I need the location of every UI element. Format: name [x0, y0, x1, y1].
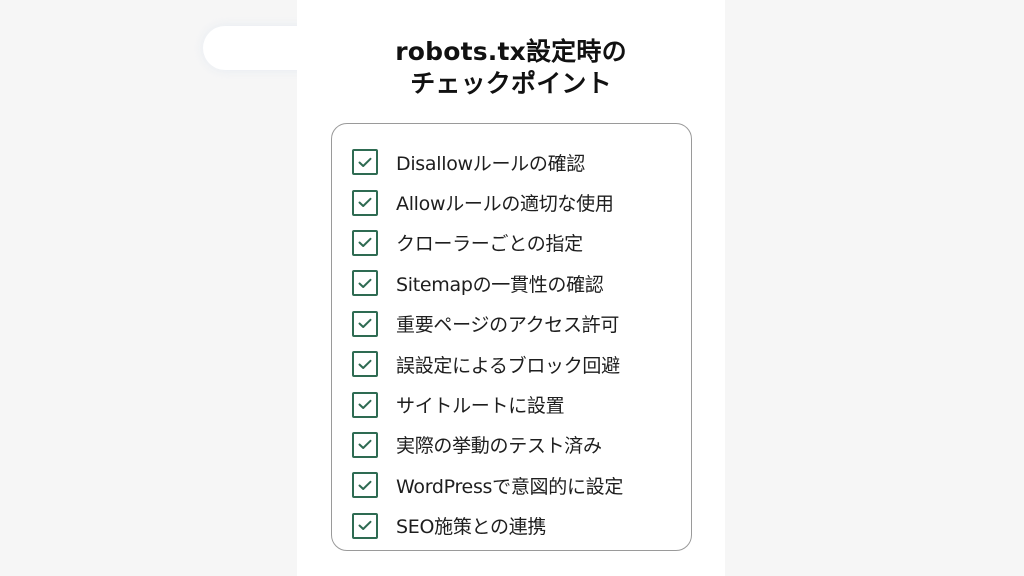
checkbox-checked [352, 472, 378, 499]
checklist-item: 誤設定によるブロック回避 [352, 344, 623, 384]
checkbox-checked [352, 270, 378, 297]
title-line-1: robots.tx設定時の [395, 37, 627, 66]
checklist-item-label: 重要ページのアクセス許可 [396, 314, 620, 337]
checklist-item-label: 実際の挙動のテスト済み [396, 435, 602, 458]
checkbox-checked [352, 149, 378, 176]
checklist-item: WordPressで意図的に設定 [352, 465, 623, 505]
checklist-item-label: Allowルールの適切な使用 [396, 193, 614, 216]
checklist-item: Sitemapの一貫性の確認 [352, 263, 623, 303]
checklist-card: Disallowルールの確認 Allowルールの適切な使用 クローラーごとの指定… [331, 123, 692, 551]
checklist-item: 実際の挙動のテスト済み [352, 425, 623, 465]
check-icon [358, 157, 372, 167]
checklist-item: 重要ページのアクセス許可 [352, 304, 623, 344]
checklist-item: サイトルートに設置 [352, 384, 623, 424]
checkbox-checked [352, 229, 378, 256]
check-icon [358, 440, 372, 450]
check-icon [358, 359, 372, 369]
checkbox-checked [352, 351, 378, 378]
checklist-item-label: WordPressで意図的に設定 [396, 475, 624, 498]
infographic-panel: robots.tx設定時の チェックポイント Disallowルールの確認 Al… [297, 0, 725, 576]
checkbox-checked [352, 431, 378, 458]
check-icon [358, 197, 372, 208]
checklist-item-label: Disallowルールの確認 [396, 152, 585, 175]
checklist-item: クローラーごとの指定 [352, 223, 623, 263]
check-icon [358, 278, 372, 288]
checklist-item: Allowルールの適切な使用 [352, 182, 623, 222]
checklist-item-label: クローラーごとの指定 [396, 233, 583, 256]
check-icon [358, 521, 372, 531]
checkbox-checked [352, 512, 378, 539]
checkbox-checked [352, 391, 378, 418]
checklist-item-label: Sitemapの一貫性の確認 [396, 273, 604, 296]
check-icon [358, 319, 372, 329]
check-icon [358, 399, 372, 410]
checklist-item: SEO施策との連携 [352, 506, 623, 546]
check-icon [358, 238, 372, 248]
check-icon [358, 480, 372, 490]
checklist-item-label: サイトルートに設置 [396, 395, 565, 418]
checklist-item: Disallowルールの確認 [352, 142, 623, 182]
page-title: robots.tx設定時の チェックポイント [297, 36, 725, 100]
checkbox-checked [352, 189, 378, 216]
title-line-2: チェックポイント [410, 69, 612, 98]
checklist-item-label: 誤設定によるブロック回避 [396, 354, 620, 377]
checklist-item-label: SEO施策との連携 [396, 516, 547, 539]
checkbox-checked [352, 310, 378, 337]
checklist: Disallowルールの確認 Allowルールの適切な使用 クローラーごとの指定… [352, 142, 623, 546]
